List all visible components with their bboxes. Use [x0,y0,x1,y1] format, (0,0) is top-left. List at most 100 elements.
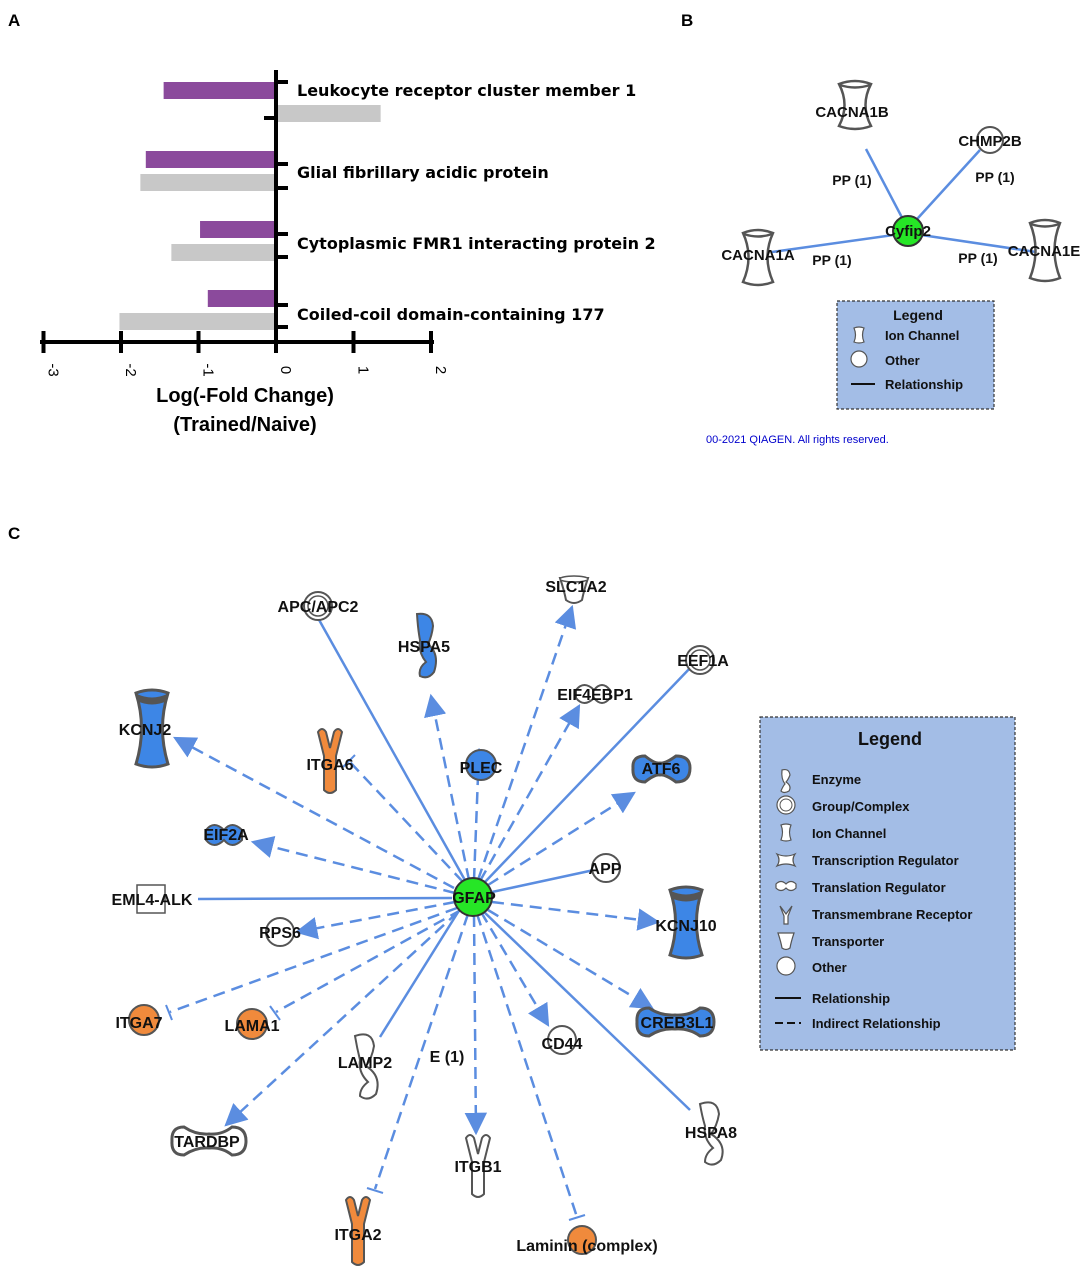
circle-icon [892,215,924,247]
node-eif2a[interactable]: EIF2A [203,824,249,846]
ion-channel-icon [853,326,865,344]
enzyme-icon [353,1033,379,1100]
y-tick-marks [264,80,288,329]
copyright-text: 00-2021 QIAGEN. All rights reserved. [706,434,889,446]
node-label: Laminin (complex) [516,1238,657,1255]
legend-item-receptor: Transmembrane Receptor [812,907,972,922]
edge-label-cacna1a: PP (1) [812,252,851,268]
node-app[interactable]: APP [589,853,622,883]
x-tick-label: 2 [432,366,449,374]
node-laminin[interactable]: Laminin (complex) [516,1225,658,1255]
ion-channel-icon [837,79,873,131]
edge-cyfip2-cacna1e [907,231,1037,254]
legend-item-enzyme: Enzyme [812,772,861,787]
node-hspa5[interactable]: HSPA5 [398,612,450,679]
x-tick-label: -2 [122,363,139,376]
legend-item-transporter: Transporter [812,934,884,949]
node-label: KCNJ2 [119,722,172,739]
circle-icon [128,1004,160,1036]
x-tick-label: -1 [200,363,217,376]
node-slc1a2[interactable]: SLC1A2 [545,575,607,604]
node-cd44[interactable]: CD44 [542,1025,583,1055]
bar-series2-2 [140,174,276,191]
node-kcnj2[interactable]: KCNJ2 [119,688,172,769]
node-creb3l1[interactable]: CREB3L1 [635,1006,716,1038]
node-itga2[interactable]: ITGA2 [334,1196,382,1266]
node-kcnj10[interactable]: KCNJ10 [655,885,717,960]
bar-series2-3 [171,244,276,261]
circle-icon [591,853,621,883]
node-label: CACNA1A [721,247,795,264]
legend-title: Legend [893,307,943,323]
node-chmp2b[interactable]: CHMP2B [958,126,1022,154]
translation-icon [205,824,243,846]
node-cacna1a[interactable]: CACNA1A [721,228,795,287]
legend-item-group: Group/Complex [812,799,910,814]
node-label: APC/APC2 [278,599,359,616]
ion-channel-icon [1028,218,1062,283]
node-rps6[interactable]: RPS6 [259,917,301,947]
node-lamp2[interactable]: LAMP2 [338,1033,392,1100]
edge-label-chmp2b: PP (1) [975,169,1014,185]
ion-channel-icon [741,228,775,287]
node-label: HSPA5 [398,639,450,656]
node-itga7[interactable]: ITGA7 [115,1004,163,1036]
ion-channel-icon [780,823,792,842]
node-cacna1e[interactable]: CACNA1E [1008,218,1081,283]
enzyme-icon [415,612,437,679]
legend-item-relationship: Relationship [812,991,890,1006]
node-cyfip2[interactable]: Cyfip2 [885,215,931,247]
node-label: EIF4EBP1 [557,687,633,704]
circle-icon [776,956,796,976]
node-eml4[interactable]: EML4-ALK [112,884,193,914]
node-label: CHMP2B [958,133,1022,150]
category-label-cyfip2: Cytoplasmic FMR1 interacting protein 2 [297,234,656,253]
node-plec[interactable]: PLEC [460,749,503,781]
category-label-ccdc177: Coiled-coil domain-containing 177 [297,305,605,324]
node-cacna1b[interactable]: CACNA1B [815,79,889,131]
node-label: CD44 [542,1036,583,1053]
x-axis-title-line1: Log(-Fold Change) [156,385,334,407]
node-label: ITGB1 [454,1159,501,1176]
node-label: PLEC [460,760,503,777]
receptor-icon [779,905,793,925]
node-label: SLC1A2 [545,579,606,596]
circle-icon [265,917,295,947]
transcription-icon [631,754,692,784]
panel-label-b: B [681,11,693,30]
node-label: EML4-ALK [112,892,193,909]
node-gfap[interactable]: GFAP [452,877,496,917]
node-eif4ebp1[interactable]: EIF4EBP1 [557,684,633,704]
legend-item-transcription: Transcription Regulator [812,853,959,868]
node-label: Cyfip2 [885,223,931,240]
category-label-gfap: Glial fibrillary acidic protein [297,163,549,182]
node-eef1a[interactable]: EEF1A [677,645,729,675]
node-atf6[interactable]: ATF6 [631,754,692,784]
transporter-icon [777,932,795,951]
node-hspa8[interactable]: HSPA8 [685,1101,737,1166]
legend-c: Legend Enzyme Group/Complex Ion Channel … [759,716,1016,1051]
panel-label-a: A [8,11,20,30]
legend-box [759,716,1016,1051]
transcription-icon [170,1125,248,1157]
node-lama1[interactable]: LAMA1 [224,1008,280,1040]
bars [119,82,381,330]
transporter-icon [558,577,590,604]
bar-series2-4 [119,313,276,330]
legend-b: Legend Ion Channel Other Relationship [836,300,995,410]
node-label: KCNJ10 [655,918,716,935]
x-tick-label: 1 [355,366,372,374]
legend-item-ion-channel: Ion Channel [885,328,959,343]
node-label: GFAP [452,890,496,907]
node-itgb1[interactable]: ITGB1 [454,1134,502,1198]
node-itga6[interactable]: ITGA6 [306,728,354,794]
edge-cyfip2-chmp2b [907,149,981,230]
node-apc[interactable]: APC/APC2 [278,591,359,621]
receptor-icon [344,1196,372,1266]
node-label: HSPA8 [685,1125,737,1142]
node-tardbp[interactable]: TARDBP [170,1125,248,1157]
circle-icon [465,749,497,781]
